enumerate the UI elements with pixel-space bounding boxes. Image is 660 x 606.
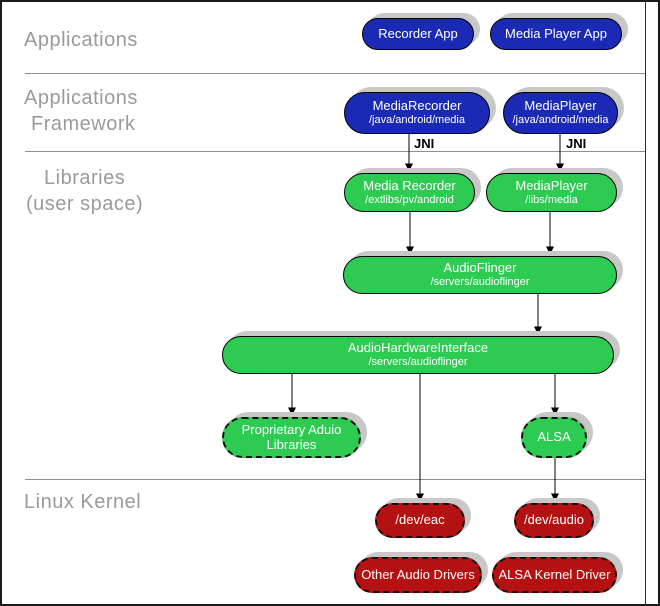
pill-title: /dev/eac — [395, 512, 445, 528]
node-alsa-kernel-driver: ALSA Kernel Driver — [492, 557, 617, 593]
node-audiohardwareinterface: AudioHardwareInterface /servers/audiofli… — [222, 336, 614, 374]
pill-subtitle: /extlibs/pv/android — [365, 193, 454, 206]
node-media-player-app: Media Player App — [490, 18, 622, 50]
node-proprietary-audio-libraries: Proprietary Aduio Libraries — [222, 417, 361, 458]
node-other-audio-drivers: Other Audio Drivers — [354, 557, 482, 593]
pill-title: Other Audio Drivers — [361, 566, 475, 582]
node-audioflinger: AudioFlinger /servers/audioflinger — [343, 256, 617, 294]
pill-title: MediaRecorder — [372, 98, 462, 114]
node-mediarecorder-framework: MediaRecorder /java/android/media — [344, 92, 490, 134]
pill-title: Proprietary Aduio — [241, 421, 342, 437]
pill-title: Media Recorder — [363, 177, 456, 193]
node-dev-eac: /dev/eac — [375, 503, 465, 538]
pill-title: ALSA — [537, 429, 571, 445]
node-alsa: ALSA — [521, 417, 587, 458]
pill-subtitle: /servers/audioflinger — [368, 356, 468, 369]
pill-subtitle: /libs/media — [525, 193, 578, 206]
layer-label-applications: Applications — [24, 29, 138, 51]
pill-title: MediaPlayer — [524, 98, 597, 114]
layer-label-libraries-line1: Libraries — [44, 167, 126, 189]
node-mediaplayer-framework: MediaPlayer /java/android/media — [503, 92, 618, 134]
pill-title: Media Player App — [505, 25, 607, 41]
layer-label-framework-line1: Applications — [24, 87, 138, 109]
node-dev-audio: /dev/audio — [514, 503, 594, 538]
layer-label-kernel: Linux Kernel — [24, 491, 142, 513]
node-mediaplayer-lib: MediaPlayer /libs/media — [486, 173, 617, 212]
pill-title-line2: Libraries — [266, 436, 317, 452]
pill-title: MediaPlayer — [515, 177, 588, 193]
divider-kernel — [25, 479, 645, 480]
pill-title: AudioFlinger — [443, 260, 517, 276]
layer-label-framework-line2: Framework — [31, 113, 136, 135]
node-media-recorder-lib: Media Recorder /extlibs/pv/android — [344, 173, 475, 212]
pill-subtitle: /java/android/media — [512, 114, 609, 127]
pill-subtitle: /servers/audioflinger — [430, 276, 530, 289]
pill-title: ALSA Kernel Driver — [498, 566, 611, 582]
pill-title: Recorder App — [378, 25, 458, 41]
pill-subtitle: /java/android/media — [368, 114, 465, 127]
divider-applications — [25, 73, 645, 74]
layer-label-libraries-line2: (user space) — [26, 193, 144, 215]
inner-frame-line — [645, 2, 646, 604]
pill-title: AudioHardwareInterface — [347, 340, 489, 356]
pill-title: /dev/audio — [524, 512, 584, 528]
jni-label-left: JNI — [414, 136, 435, 151]
divider-framework — [25, 151, 645, 152]
node-recorder-app: Recorder App — [362, 18, 474, 50]
jni-label-right: JNI — [566, 136, 587, 151]
